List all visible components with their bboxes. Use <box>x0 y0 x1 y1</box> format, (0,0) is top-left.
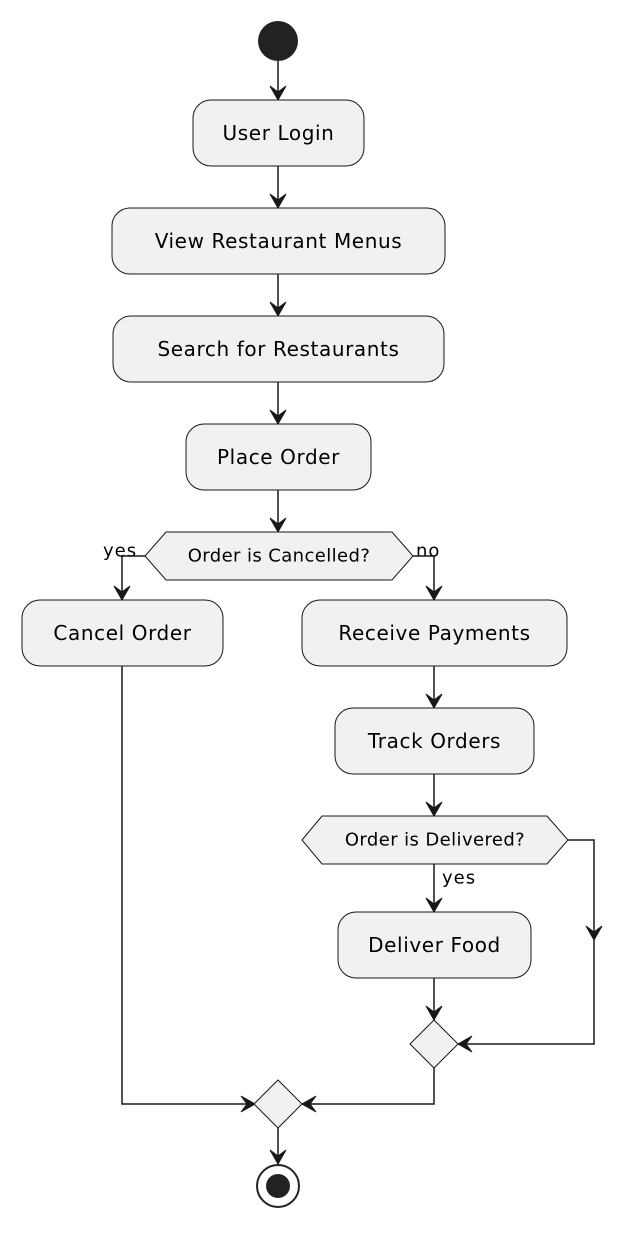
activity-view-restaurant-menus-label: View Restaurant Menus <box>155 229 403 253</box>
arrowhead <box>300 1095 317 1113</box>
arrowhead <box>269 517 287 534</box>
decision-order-is-delivered: Order is Delivered? <box>301 815 569 865</box>
branch-label-yes: yes <box>103 541 137 562</box>
arrowhead <box>425 897 443 914</box>
decision-order-is-cancelled-label: Order is Cancelled? <box>188 546 371 567</box>
flow-arrow <box>302 1068 435 1105</box>
arrowhead <box>269 409 287 426</box>
activity-deliver-food-label: Deliver Food <box>368 933 501 957</box>
arrowhead <box>240 1095 257 1113</box>
merge-diamond-final <box>253 1079 303 1129</box>
activity-user-login-label: User Login <box>223 121 335 145</box>
activity-track-orders: Track Orders <box>334 707 535 775</box>
decision-order-is-delivered-label: Order is Delivered? <box>345 830 525 851</box>
arrowhead <box>425 1005 443 1022</box>
activity-cancel-order-label: Cancel Order <box>53 621 191 645</box>
flow-arrow <box>458 839 595 1045</box>
activity-cancel-order: Cancel Order <box>21 599 224 667</box>
merge-diamond-delivery <box>409 1019 459 1069</box>
activity-receive-payments: Receive Payments <box>301 599 568 667</box>
arrowhead <box>269 1149 287 1166</box>
activity-search-for-restaurants: Search for Restaurants <box>112 315 445 383</box>
activity-place-order-label: Place Order <box>217 445 340 469</box>
start-node <box>258 21 298 61</box>
branch-label-yes: yes <box>442 868 476 889</box>
flow-arrow <box>121 666 255 1105</box>
flow-arrow <box>121 555 145 600</box>
arrowhead <box>425 801 443 818</box>
arrowhead <box>425 693 443 710</box>
activity-receive-payments-label: Receive Payments <box>338 621 530 645</box>
branch-label-no: no <box>416 541 440 562</box>
arrowhead <box>585 925 603 942</box>
activity-deliver-food: Deliver Food <box>337 911 532 979</box>
arrowhead <box>269 193 287 210</box>
arrowhead <box>269 301 287 318</box>
activity-place-order: Place Order <box>185 423 372 491</box>
arrowhead <box>456 1035 473 1053</box>
decision-order-is-cancelled: Order is Cancelled? <box>144 531 414 581</box>
activity-search-for-restaurants-label: Search for Restaurants <box>157 337 399 361</box>
flow-arrow <box>413 555 435 600</box>
activity-track-orders-label: Track Orders <box>367 729 501 753</box>
arrowhead <box>425 585 443 602</box>
activity-user-login: User Login <box>192 99 365 167</box>
arrowhead <box>269 85 287 102</box>
arrowhead <box>113 585 131 602</box>
activity-view-restaurant-menus: View Restaurant Menus <box>111 207 446 275</box>
end-node <box>256 1164 300 1208</box>
